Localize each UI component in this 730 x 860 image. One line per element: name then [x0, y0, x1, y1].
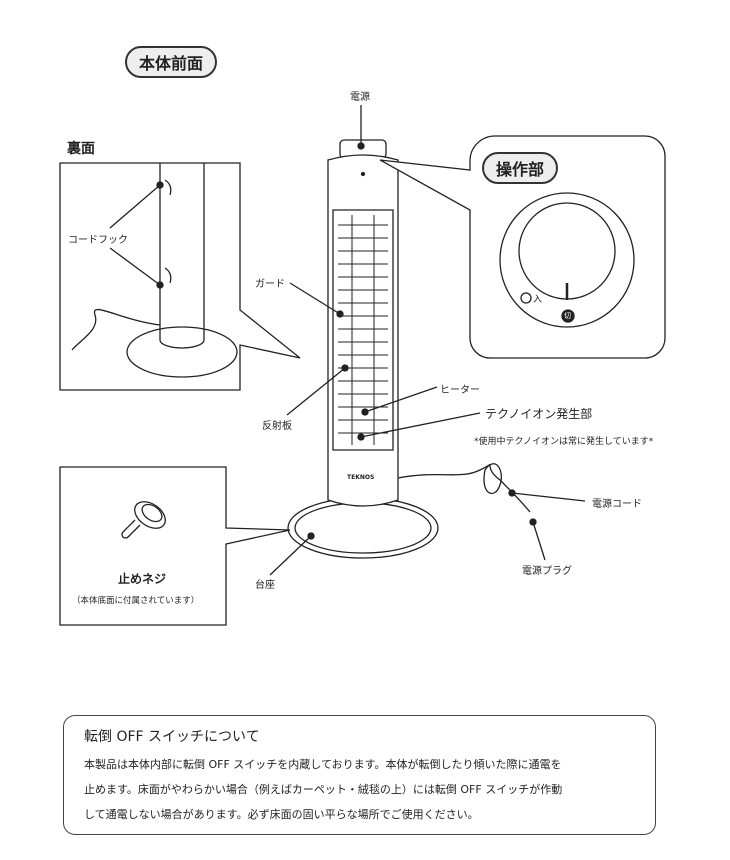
heater-tower: [287, 139, 531, 559]
label-power-cord: 電源コード: [592, 499, 642, 510]
control-dial[interactable]: [499, 192, 635, 328]
control-panel-title: 操作部: [482, 152, 559, 184]
notice-title: 転倒 OFF スイッチについて: [84, 729, 260, 745]
tip-over-switch-notice: 転倒 OFF スイッチについて 本製品は本体内部に転倒 OFF スイッチを内蔵し…: [63, 715, 656, 835]
label-ion-note: *使用中テクノイオンは常に発生しています*: [474, 437, 654, 447]
back-view-title: 裏面: [67, 141, 95, 157]
screw-title: 止めネジ: [118, 572, 167, 586]
label-power: 電源: [350, 92, 370, 103]
cord-hook-icon: [164, 179, 172, 284]
screw-panel: [59, 466, 291, 626]
label-reflector: 反射板: [262, 421, 292, 432]
screw-icon: [121, 519, 141, 539]
notice-line: 止めます。床面がやわらかい場合（例えばカーペット・絨毯の上）には転倒 OFF ス…: [84, 783, 563, 796]
label-power-plug: 電源プラグ: [522, 566, 572, 577]
label-guard: ガード: [255, 279, 285, 290]
back-view-panel: [59, 162, 301, 391]
label-cord-hook: コードフック: [68, 235, 128, 246]
screw-note: （本体底面に付属されています）: [72, 596, 200, 606]
dial-off-label: 切: [564, 312, 571, 320]
label-base: 台座: [255, 580, 275, 591]
notice-line: して通電しない場合があります。必ず床面の固い平らな場所でご使用ください。: [84, 808, 479, 821]
label-ion: テクノイオン発生部: [485, 407, 593, 421]
front-view-title: 本体前面: [125, 46, 218, 78]
dial-on-label: 入: [533, 295, 543, 305]
notice-line: 本製品は本体内部に転倒 OFF スイッチを内蔵しております。本体が転倒したり傾い…: [84, 758, 562, 771]
label-heater: ヒーター: [440, 385, 480, 396]
brand-logo: TEKNOS: [347, 474, 375, 481]
